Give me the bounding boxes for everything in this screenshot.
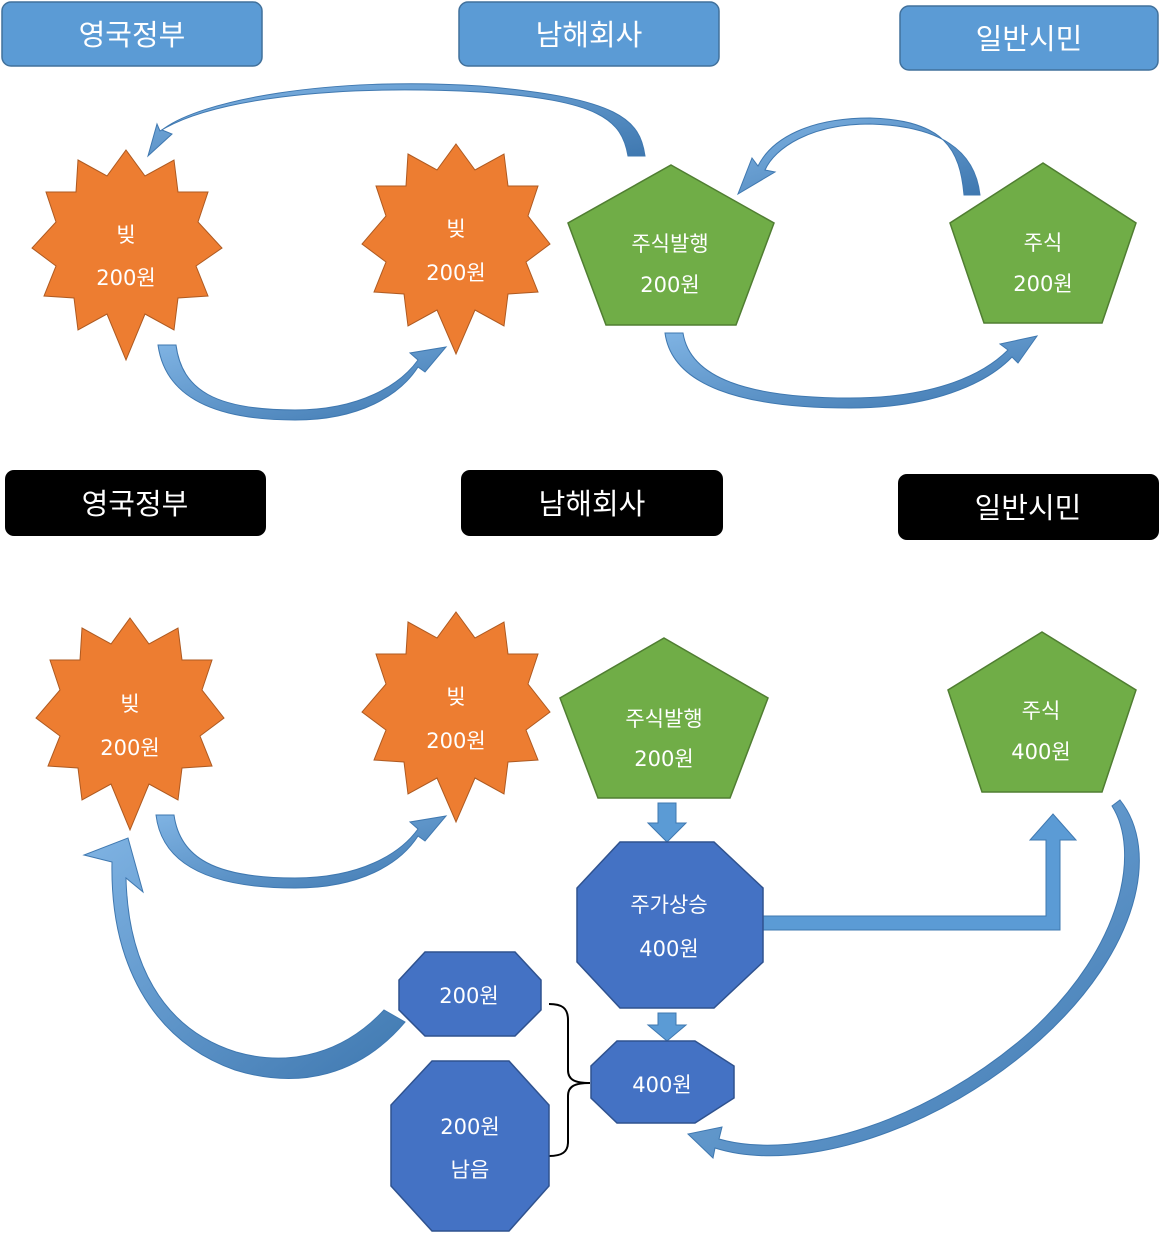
top-header-gov: 영국정부 — [1, 1, 263, 67]
curved-arrow-icon — [664, 332, 1039, 409]
bottom-debt-mid-label: 빚 — [446, 685, 465, 709]
top-debt-mid: 빚 200원 — [361, 143, 551, 356]
bottom-header-company: 남해회사 — [461, 470, 723, 536]
proceeds-octagon — [590, 1040, 735, 1124]
block-arrow-icon — [646, 802, 688, 843]
top-stock-label: 주식 — [1024, 231, 1063, 255]
bottom-price-rise-value: 400원 — [639, 937, 698, 961]
bottom-debt-mid-value: 200원 — [426, 729, 485, 753]
bottom-debt-left-value: 200원 — [100, 736, 159, 760]
curved-arrow-icon — [155, 814, 448, 889]
bottom-stock-issue: 주식발행 200원 — [559, 637, 769, 799]
curved-arrow-icon — [147, 83, 646, 158]
debt-starburst — [35, 617, 225, 832]
top-debt-mid-value: 200원 — [426, 261, 485, 285]
bottom-headers: 영국정부 남해회사 일반시민 — [5, 470, 1159, 540]
bottom-stock-issue-label: 주식발행 — [625, 707, 702, 731]
bottom-price-rise-label: 주가상승 — [630, 893, 707, 917]
top-debt-left-label: 빚 — [116, 223, 135, 247]
top-header-citizens: 일반시민 — [899, 5, 1159, 71]
curved-arrow-icon — [82, 837, 406, 1079]
bottom-header-citizens-label: 일반시민 — [975, 491, 1082, 525]
bottom-remaining-value: 200원 — [440, 1115, 499, 1139]
bottom-debt-mid: 빚 200원 — [361, 611, 551, 824]
top-debt-left-value: 200원 — [96, 266, 155, 290]
block-arrow-icon — [646, 1012, 688, 1042]
bottom-debt-left-label: 빚 — [120, 692, 139, 716]
to-gov-octagon — [398, 951, 542, 1037]
debt-starburst — [31, 149, 223, 362]
stock-pentagon — [559, 637, 769, 799]
bottom-to-gov-value: 200원 — [439, 984, 498, 1008]
curved-arrow-icon — [157, 344, 448, 421]
curved-arrow-icon — [686, 799, 1140, 1159]
bottom-stock-issue-value: 200원 — [634, 747, 693, 771]
stock-pentagon — [949, 162, 1137, 324]
top-stock-issue: 주식발행 200원 — [567, 164, 775, 326]
top-stock-value: 200원 — [1013, 272, 1072, 296]
top-stock-issue-value: 200원 — [640, 273, 699, 297]
bottom-remaining: 200원 남음 — [390, 1060, 550, 1232]
top-stock: 주식 200원 — [949, 162, 1137, 324]
block-arrow-icon — [762, 813, 1078, 931]
debt-starburst — [361, 611, 551, 824]
bottom-header-company-label: 남해회사 — [539, 487, 646, 521]
bottom-remaining-label: 남음 — [451, 1158, 490, 1182]
top-stock-issue-label: 주식발행 — [631, 232, 708, 256]
curved-arrow-icon — [737, 117, 981, 196]
bottom-stock-value: 400원 — [1011, 740, 1070, 764]
top-debt-mid-label: 빚 — [446, 217, 465, 241]
bottom-header-gov: 영국정부 — [5, 470, 266, 536]
bottom-proceeds-value: 400원 — [632, 1073, 691, 1097]
top-debt-left: 빚 200원 — [31, 149, 223, 362]
top-arrows — [147, 83, 1039, 421]
bottom-price-rise: 주가상승 400원 — [576, 841, 764, 1009]
price-octagon — [576, 841, 764, 1009]
remaining-octagon — [390, 1060, 550, 1232]
bottom-stock-label: 주식 — [1022, 699, 1061, 723]
bottom-proceeds: 400원 — [590, 1040, 735, 1124]
bottom-arrows — [82, 799, 1140, 1159]
top-header-citizens-label: 일반시민 — [976, 22, 1083, 56]
top-headers: 영국정부 남해회사 일반시민 — [1, 1, 1159, 71]
debt-starburst — [361, 143, 551, 356]
bottom-header-gov-label: 영국정부 — [82, 487, 189, 521]
top-header-company-label: 남해회사 — [536, 18, 643, 52]
top-header-company: 남해회사 — [458, 1, 720, 67]
bottom-debt-left: 빚 200원 — [35, 617, 225, 832]
stock-pentagon — [947, 631, 1137, 793]
bottom-to-gov: 200원 — [398, 951, 542, 1037]
stock-pentagon — [567, 164, 775, 326]
brace-connector — [548, 1003, 591, 1157]
top-header-gov-label: 영국정부 — [79, 18, 186, 52]
bottom-stock: 주식 400원 — [947, 631, 1137, 793]
bottom-header-citizens: 일반시민 — [898, 474, 1159, 540]
